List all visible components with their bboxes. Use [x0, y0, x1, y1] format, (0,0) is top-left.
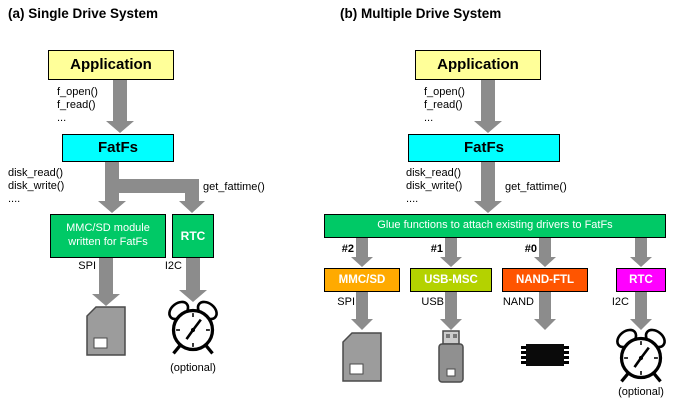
alarm-clock-icon [164, 296, 222, 356]
arrow-b-app-to-fatfs [474, 80, 502, 133]
api-call-label: f_open() [424, 86, 465, 98]
optional-note: (optional) [170, 362, 216, 374]
bus-label-usb: USB [421, 296, 444, 308]
disk-call-label: disk_read() [406, 167, 462, 179]
api-call-label: ... [57, 112, 67, 124]
application-box: Application [48, 50, 174, 80]
bus-label-i2c: I2C [164, 260, 182, 272]
api-call-label: f_read() [424, 99, 463, 111]
driver-box-usbmsc: USB-MSC [410, 268, 492, 292]
driver-box-rtc: RTC [616, 268, 666, 292]
arrow-a-module-to-card [92, 258, 120, 306]
panel-b-title: (b) Multiple Drive System [340, 6, 502, 21]
arrow-b-rtc-to-clock [630, 292, 652, 330]
glue-functions-box: Glue functions to attach existing driver… [324, 214, 666, 238]
arrow-b-usbmsc-to-stick [440, 292, 462, 330]
fatfs-box: FatFs [408, 134, 560, 162]
rtc-box: RTC [172, 214, 214, 258]
fatfs-box: FatFs [62, 134, 174, 162]
drive-number-label: #2 [341, 243, 354, 255]
sd-card-icon [86, 306, 126, 356]
bus-label-spi: SPI [337, 296, 355, 308]
arrow-a-app-to-fatfs [106, 80, 134, 133]
drive-number-label: #0 [524, 243, 537, 255]
disk-call-label: disk_write() [406, 180, 463, 192]
application-box: Application [415, 50, 541, 80]
sd-card-icon [342, 332, 382, 382]
arrow-a-fatfs-to-rtc-branch [112, 179, 205, 213]
api-call-label: f_open() [57, 86, 98, 98]
panel-a-title: (a) Single Drive System [8, 6, 159, 21]
arrow-b-fatfs-to-glue [474, 162, 502, 213]
arrow-b-glue-to-mmcsd [351, 238, 373, 267]
arrow-b-glue-to-rtc [630, 238, 652, 267]
bus-label-nand: NAND [502, 296, 534, 308]
arrow-a-rtc-to-clock [179, 258, 207, 302]
disk-call-label: disk_write() [8, 180, 65, 192]
alarm-clock-icon [612, 324, 670, 384]
arrow-b-nandftl-to-chip [534, 292, 556, 330]
optional-note: (optional) [618, 386, 664, 398]
bus-label-i2c: I2C [611, 296, 629, 308]
drive-number-label: #1 [430, 243, 443, 255]
arrow-b-mmcsd-to-card [351, 292, 373, 330]
nand-chip-icon [521, 344, 569, 366]
bus-label-spi: SPI [78, 260, 96, 272]
disk-call-label: disk_read() [8, 167, 64, 179]
driver-box-nandftl: NAND-FTL [502, 268, 588, 292]
get-fattime-label: get_fattime() [505, 181, 567, 193]
arrow-b-glue-to-usbmsc [440, 238, 462, 267]
api-call-label: ... [424, 112, 434, 124]
get-fattime-label: get_fattime() [203, 181, 265, 193]
usb-stick-icon [438, 330, 464, 383]
disk-call-label: .... [406, 193, 419, 205]
storage-module-box: MMC/SD module written for FatFs [50, 214, 166, 258]
api-call-label: f_read() [57, 99, 96, 111]
arrow-b-glue-to-nandftl [534, 238, 556, 267]
driver-box-mmcsd: MMC/SD [324, 268, 400, 292]
disk-call-label: .... [8, 193, 21, 205]
